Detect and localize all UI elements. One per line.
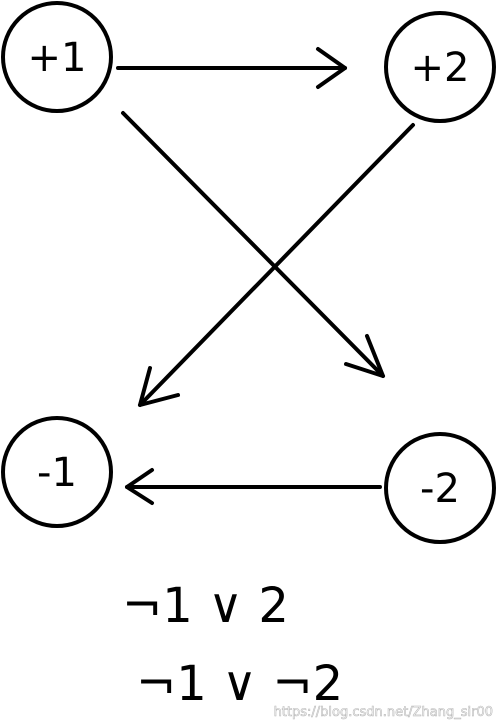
- node-minus-1-label: -1: [37, 450, 77, 496]
- clause-line-1: ¬1 ∨ 2: [122, 578, 289, 634]
- node-plus-1-circle: [1, 1, 113, 113]
- node-plus-2-circle: [384, 11, 496, 123]
- edge-plus2-to-minus1: [138, 123, 415, 407]
- edge-plus2-to-minus1-arrowhead: [138, 366, 180, 407]
- node-plus-1-label: +1: [28, 35, 87, 81]
- node-plus-2: +2: [384, 11, 496, 123]
- node-plus-1: +1: [1, 1, 113, 113]
- node-minus-1: -1: [1, 416, 113, 528]
- watermark-text: https://blog.csdn.net/Zhang_sir00: [274, 705, 493, 720]
- node-minus-2: -2: [384, 432, 496, 544]
- edge-plus1-to-plus2-arrowhead: [316, 47, 347, 89]
- edge-plus1-to-minus2-arrowhead: [344, 334, 385, 378]
- node-minus-1-circle: [1, 416, 113, 528]
- node-plus-2-label: +2: [411, 45, 470, 91]
- clause-line-2: ¬1 ∨ ¬2: [136, 656, 343, 712]
- node-minus-2-circle: [384, 432, 496, 544]
- edge-plus1-to-plus2: [116, 47, 347, 89]
- edge-plus1-to-minus2: [121, 111, 385, 378]
- node-minus-2-label: -2: [420, 466, 460, 512]
- edge-minus2-to-minus1-arrowhead: [125, 468, 154, 505]
- edge-minus2-to-minus1: [125, 468, 382, 505]
